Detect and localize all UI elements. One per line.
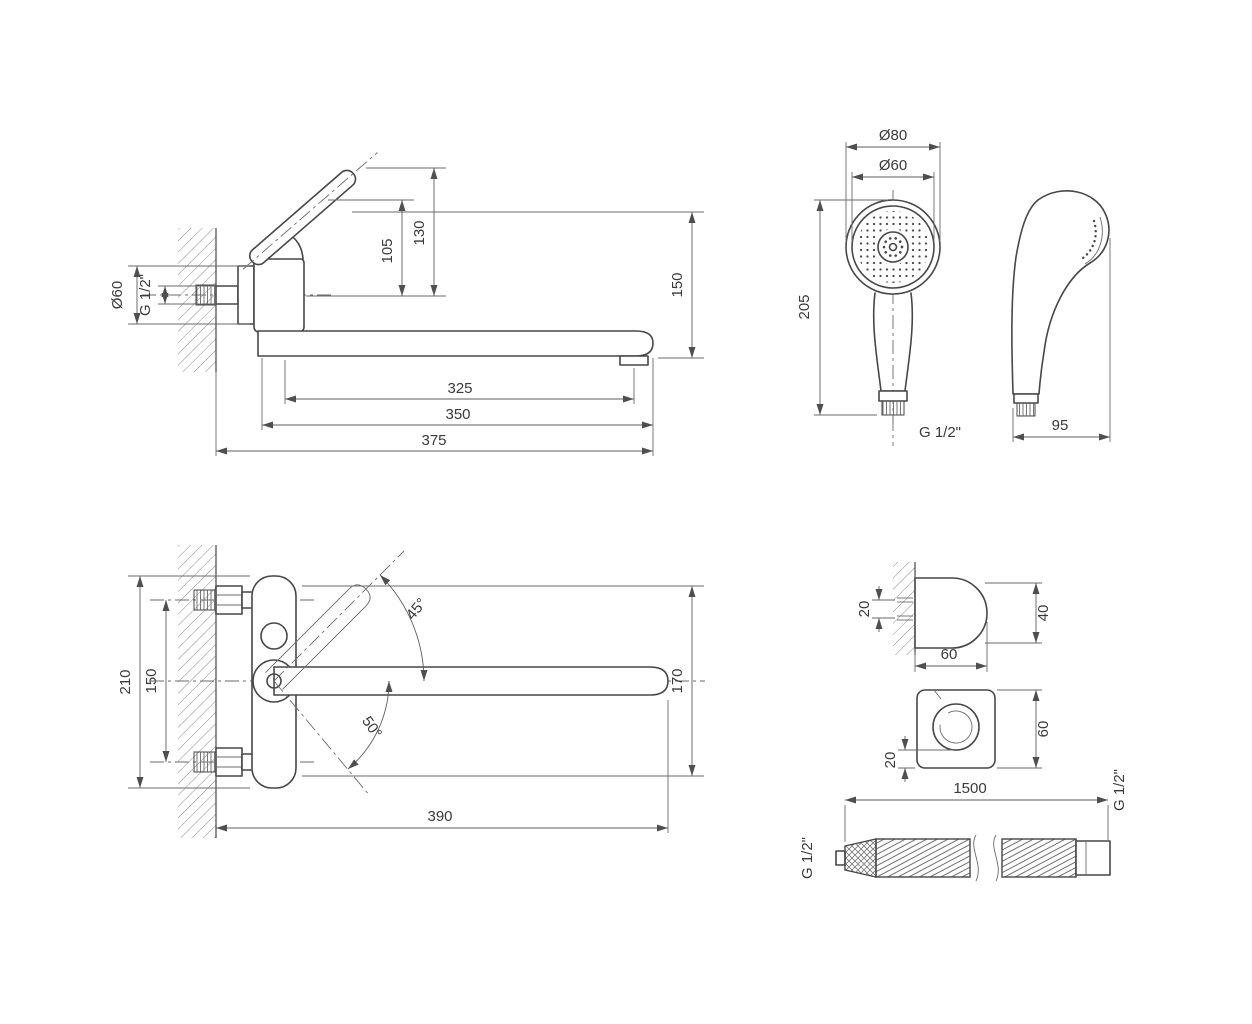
pipe-stub — [215, 285, 239, 305]
dim-170-label: 170 — [669, 668, 686, 693]
shower-face-edge — [1084, 216, 1103, 265]
hose-thread-right-label: G 1/2" — [1111, 769, 1128, 811]
shower-side-body — [1011, 190, 1110, 395]
shower-side-thread — [1016, 402, 1036, 417]
hose-break-line — [973, 834, 979, 882]
dim-1500: 1500 — [844, 780, 1109, 842]
hose-left-tip — [835, 850, 846, 866]
dim-205: 205 — [796, 199, 888, 416]
hose-section-right — [1001, 838, 1077, 878]
dim-150-label: 150 — [669, 272, 686, 297]
faucet-body — [253, 257, 305, 333]
dim-dia80-label: Ø80 — [879, 127, 907, 144]
dim-130: 130 — [366, 167, 446, 296]
dim-105: 105 — [306, 199, 446, 297]
shower-face-ring — [851, 205, 935, 289]
dim-dia80: Ø80 — [845, 127, 941, 242]
dim-150-label: 150 — [143, 668, 160, 693]
holder-ring-inner — [939, 710, 973, 744]
holder-ring — [932, 703, 980, 751]
dim-150: 150 — [352, 211, 704, 359]
dim-205-label: 205 — [796, 294, 813, 319]
dim-dia60-label: Ø60 — [109, 281, 126, 309]
dim-dia60-label: Ø60 — [879, 157, 907, 174]
dim-60-label: 60 — [1035, 721, 1052, 738]
dim-95: 95 — [1012, 238, 1111, 442]
faucet-side-view: Ø60 G 1/2" 105 130 150 — [109, 152, 704, 456]
dim-375: 375 — [215, 372, 653, 456]
dim-350: 350 — [261, 358, 654, 456]
dim-dia60: Ø60 — [109, 265, 250, 325]
handshower-view: Ø80 Ø60 205 G 1/2" 95 — [796, 127, 1111, 446]
arc-50 — [347, 680, 393, 770]
dim-thread-label: G 1/2" — [137, 274, 154, 316]
shower-face-dots — [1078, 219, 1097, 262]
hose-section-left — [875, 838, 971, 878]
holder-front-plate — [916, 689, 996, 769]
dim-210: 210 — [117, 575, 250, 789]
angle-45-label: 45° — [403, 595, 431, 623]
hose-view: 1500 G 1/2" G 1/2" — [799, 769, 1128, 882]
label-shower-thread: G 1/2" — [892, 417, 961, 446]
dim-130-label: 130 — [411, 220, 428, 245]
wall-hatch — [178, 545, 216, 838]
shower-thread — [881, 400, 905, 416]
shower-thread-label: G 1/2" — [919, 424, 961, 441]
dim-20-front: 20 — [882, 736, 954, 782]
aerator — [619, 355, 649, 366]
hub-holes — [882, 236, 904, 258]
shower-connector — [878, 390, 908, 402]
inlet-bottom — [193, 747, 255, 777]
dim-40: 40 — [985, 582, 1052, 644]
hose-thread-left-label: G 1/2" — [799, 837, 816, 879]
dim-350-label: 350 — [445, 406, 470, 423]
dim-thread: G 1/2" — [137, 274, 214, 316]
diverter-circle — [260, 622, 288, 650]
hose-right-fitting — [1075, 840, 1111, 876]
dim-170: 170 — [302, 585, 704, 777]
dim-20-side: 20 — [856, 586, 895, 632]
dim-1500-label: 1500 — [953, 780, 986, 797]
inlet-top — [193, 585, 255, 615]
spout-top — [273, 666, 669, 696]
wall-thread — [195, 284, 217, 306]
dim-20-label: 20 — [856, 601, 873, 618]
shower-side-connector — [1013, 393, 1039, 404]
dim-325-label: 325 — [447, 380, 472, 397]
dim-40-label: 40 — [1035, 605, 1052, 622]
holder-side-body — [914, 577, 988, 649]
dim-dia60: Ø60 — [851, 157, 935, 242]
dim-390-label: 390 — [427, 808, 452, 825]
dim-60-front: 60 — [997, 689, 1052, 769]
wall-hatch — [893, 562, 915, 655]
arc-45 — [379, 574, 428, 682]
escutcheon-flange — [237, 265, 255, 325]
faucet-lever — [242, 152, 378, 270]
dim-60-side: 60 — [914, 622, 988, 672]
dim-95-label: 95 — [1052, 417, 1069, 434]
faucet-spout — [257, 330, 654, 357]
dim-375-label: 375 — [421, 432, 446, 449]
faucet-top-view: 45° 50° 210 150 170 390 — [117, 545, 705, 838]
hose-left-ferrule — [844, 838, 877, 878]
dim-20-label: 20 — [882, 752, 899, 769]
dim-210-label: 210 — [117, 669, 134, 694]
dim-325: 325 — [284, 360, 635, 404]
shower-hub — [877, 231, 909, 263]
holder-side-view: 20 40 60 — [856, 562, 1052, 672]
angle-50-label: 50° — [358, 713, 385, 741]
dim-60-label: 60 — [941, 646, 958, 663]
holder-front-view: 20 60 — [882, 689, 1052, 782]
hose-break-line — [993, 834, 999, 882]
dim-390: 390 — [216, 700, 669, 833]
dim-105-label: 105 — [379, 238, 396, 263]
dim-150-top: 150 — [143, 600, 170, 762]
